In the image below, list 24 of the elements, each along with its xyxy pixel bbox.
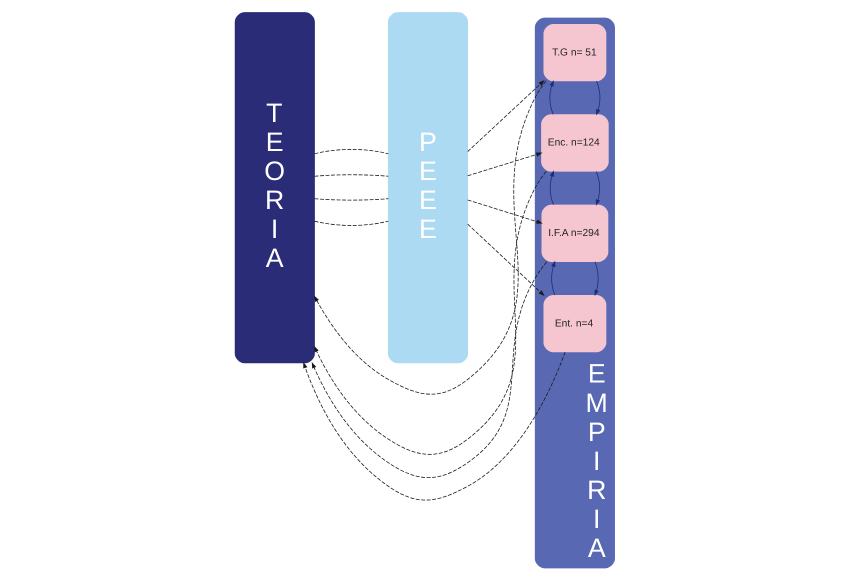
arrow: [549, 80, 554, 115]
arrow: [596, 171, 600, 206]
node-box: Ent. n=4: [543, 294, 606, 352]
node-box: TEORIA: [234, 12, 315, 364]
arrow: [550, 170, 554, 206]
arrow: [467, 224, 545, 296]
node-box: T.G n= 51: [543, 24, 606, 82]
arrow: [594, 261, 599, 296]
node-box: Enc. n=124: [541, 114, 609, 172]
connector: [314, 220, 389, 226]
arrow: [314, 171, 547, 455]
node-box: I.F.A n=294: [542, 204, 608, 262]
arrow: [314, 80, 546, 395]
arrow: [312, 261, 548, 478]
connector: [314, 174, 389, 177]
connector: [314, 198, 389, 200]
arrow: [467, 152, 543, 176]
arrow: [596, 80, 600, 116]
node-box: PEEE: [388, 12, 468, 364]
arrow: [467, 200, 543, 224]
arrow: [303, 352, 566, 500]
arrow: [467, 80, 545, 152]
connector: [314, 149, 389, 154]
arrow: [551, 260, 556, 296]
